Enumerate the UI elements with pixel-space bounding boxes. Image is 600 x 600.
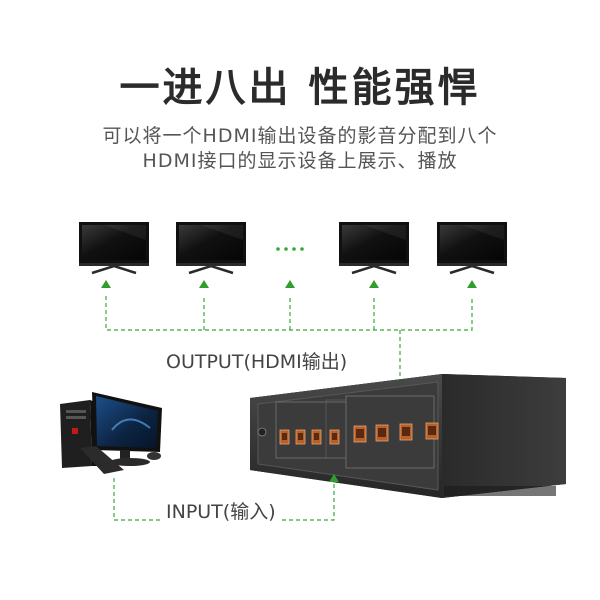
hdmi-port-slot <box>402 427 410 436</box>
ellipsis-dot <box>292 247 296 251</box>
ellipsis-dot <box>284 247 288 251</box>
input-label: INPUT(输入) <box>162 497 280 524</box>
monitor-icon <box>176 222 246 275</box>
monitor-row <box>79 222 507 275</box>
output-arrows <box>101 280 477 288</box>
hdmi-port-slot <box>314 433 319 440</box>
hdmi-port-slot <box>356 429 364 438</box>
hdmi-port-slot <box>332 433 337 440</box>
ellipsis-dot <box>300 247 304 251</box>
output-label: OUTPUT(HDMI输出) <box>162 347 352 374</box>
up-arrow-icon <box>199 280 209 288</box>
input-line <box>113 478 335 521</box>
description-line-1: 可以将一个HDMI输出设备的影音分配到八个 <box>102 125 498 147</box>
hdmi-port-slot <box>428 426 436 435</box>
up-arrow-icon <box>467 280 477 288</box>
hdmi-port-slot <box>282 433 287 440</box>
ellipsis-dot <box>276 247 280 251</box>
description-line-2: HDMI接口的显示设备上展示、播放 <box>142 150 458 172</box>
headline: 一进八出 性能强悍 <box>119 65 481 111</box>
hdmi-splitter-device <box>250 374 566 498</box>
up-arrow-icon <box>369 280 379 288</box>
up-arrow-icon <box>101 280 111 288</box>
ellipsis-dots <box>276 247 304 251</box>
up-arrow-icon <box>285 280 295 288</box>
hdmi-port-row <box>279 422 439 445</box>
pc-computer-image <box>60 392 162 474</box>
input-arrow-icon <box>329 474 339 482</box>
output-bus-line <box>105 296 473 384</box>
monitor-icon <box>437 222 507 275</box>
monitor-icon <box>339 222 409 275</box>
hdmi-port-slot <box>298 433 303 440</box>
monitor-icon <box>79 222 149 275</box>
hdmi-port-slot <box>378 428 386 437</box>
